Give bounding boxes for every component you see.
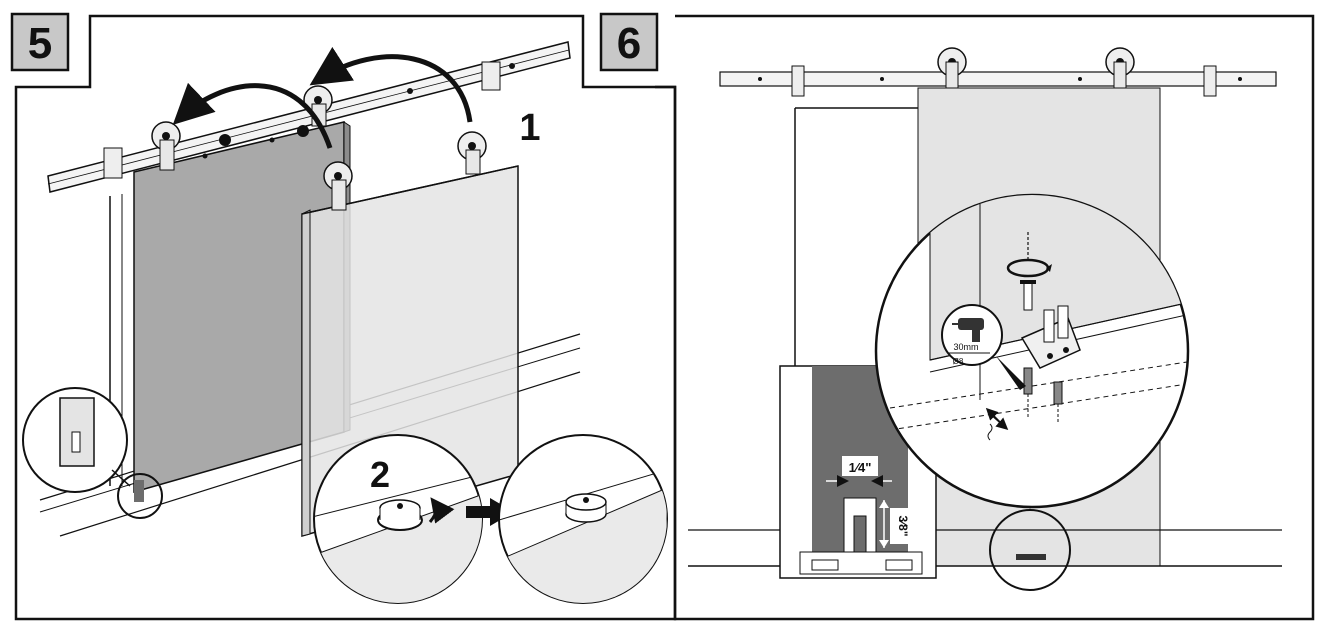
drill-diameter-label: Ø8 <box>953 357 964 366</box>
gap-vertical-label: 3⁄8" <box>896 515 910 536</box>
drill-depth-label: 30mm <box>953 342 978 352</box>
curve-arrow-2 <box>309 46 473 123</box>
drill-detail-circle: 30mm Ø8 <box>941 304 1003 366</box>
hanger-wheel-right-2 <box>457 131 487 175</box>
step-5-badge: 5 <box>10 12 70 72</box>
step-6-number: 6 <box>617 19 641 68</box>
curve-arrow-1 <box>172 82 333 149</box>
panel-step-6: 6 <box>599 12 1315 621</box>
step-6-badge: 6 <box>599 12 659 72</box>
panel-step-5: 5 <box>10 12 677 621</box>
floor-guide-inset: 1⁄4" 3⁄8" <box>779 365 937 579</box>
floor-guide-bracket <box>1020 305 1081 369</box>
screw-icon <box>1020 280 1036 311</box>
rail-left <box>47 41 571 193</box>
wall-anchor-icons <box>1023 367 1063 424</box>
callout-2: 2 <box>370 454 390 495</box>
step-5-number: 5 <box>28 19 52 68</box>
floor-guide-detail <box>22 387 163 519</box>
stopper-detail-after <box>498 434 668 604</box>
screwdriver-icon <box>1006 232 1052 278</box>
hanger-wheel-left-1 <box>151 121 181 171</box>
drill-icon <box>952 318 984 342</box>
hanger-wheel-right-1 <box>323 161 353 211</box>
callout-1: 1 <box>519 107 540 149</box>
hanger-wheel-right-a <box>937 47 967 89</box>
hanger-wheel-right-b <box>1105 47 1135 89</box>
panel-6-frame <box>655 14 1315 621</box>
rail-right <box>719 65 1277 97</box>
gap-horizontal-label: 1⁄4" <box>849 460 872 475</box>
